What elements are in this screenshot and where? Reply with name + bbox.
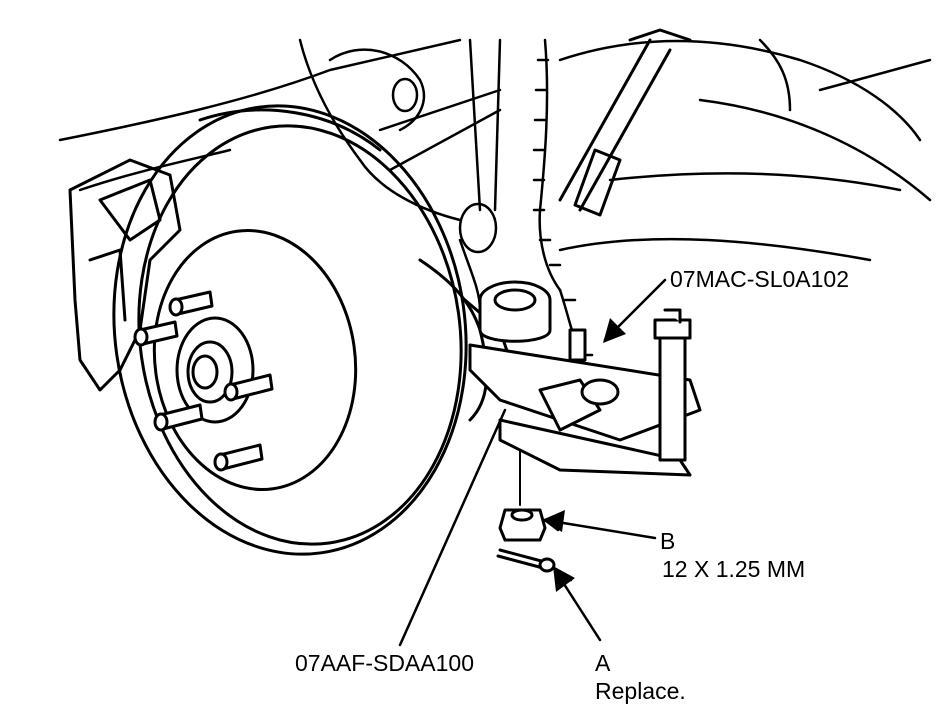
ball-joint-remover xyxy=(468,280,702,477)
arrowheads xyxy=(542,318,626,592)
wheel-hub xyxy=(175,316,255,424)
part-b-spec: 12 X 1.25 MM xyxy=(662,556,806,582)
suspension-background xyxy=(58,38,932,312)
part-a-letter: A xyxy=(595,650,611,676)
part-b-letter: B xyxy=(660,528,676,554)
tie-rod xyxy=(558,28,692,217)
tool-label-07aaf: 07AAF-SDAA100 xyxy=(295,650,474,676)
tool-label-07mac: 07MAC-SL0A102 xyxy=(670,266,849,292)
castle-nut xyxy=(498,508,547,542)
part-a-note: Replace. xyxy=(595,678,686,704)
brake-rotor xyxy=(112,104,468,556)
wheel-studs xyxy=(133,290,274,472)
brake-caliper xyxy=(68,158,182,392)
cotter-pin xyxy=(496,548,556,573)
